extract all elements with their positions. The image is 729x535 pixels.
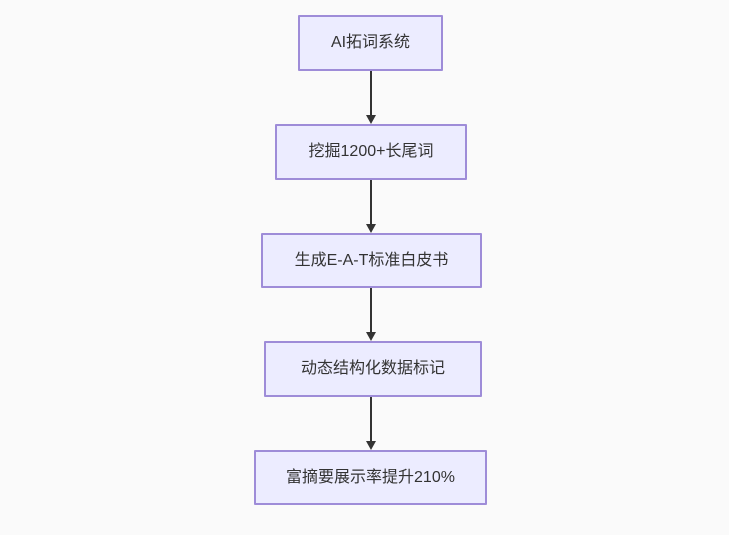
- arrow-head-icon: [366, 332, 376, 341]
- node-label: AI拓词系统: [330, 34, 411, 51]
- node-structured-data-markup: 动态结构化数据标记: [264, 341, 482, 397]
- arrow-head-icon: [366, 441, 376, 450]
- arrow-line: [370, 397, 372, 443]
- arrow-head-icon: [366, 115, 376, 124]
- node-eat-whitepaper: 生成E-A-T标准白皮书: [261, 233, 482, 288]
- arrow-line: [370, 180, 372, 226]
- node-longtail-mining: 挖掘1200+长尾词: [275, 124, 467, 180]
- flow-arrow-2: [365, 180, 377, 233]
- flow-arrow-1: [365, 71, 377, 124]
- flow-arrow-3: [365, 288, 377, 341]
- node-label: 动态结构化数据标记: [300, 360, 445, 377]
- node-label: 生成E-A-T标准白皮书: [294, 251, 449, 269]
- node-rich-snippet-uplift: 富摘要展示率提升210%: [254, 450, 487, 505]
- arrow-line: [370, 288, 372, 334]
- arrow-line: [370, 71, 372, 117]
- node-label: 富摘要展示率提升210%: [286, 468, 455, 486]
- flow-arrow-4: [365, 397, 377, 450]
- node-label: 挖掘1200+长尾词: [308, 143, 434, 160]
- arrow-head-icon: [366, 224, 376, 233]
- node-ai-keyword-system: AI拓词系统: [298, 15, 443, 71]
